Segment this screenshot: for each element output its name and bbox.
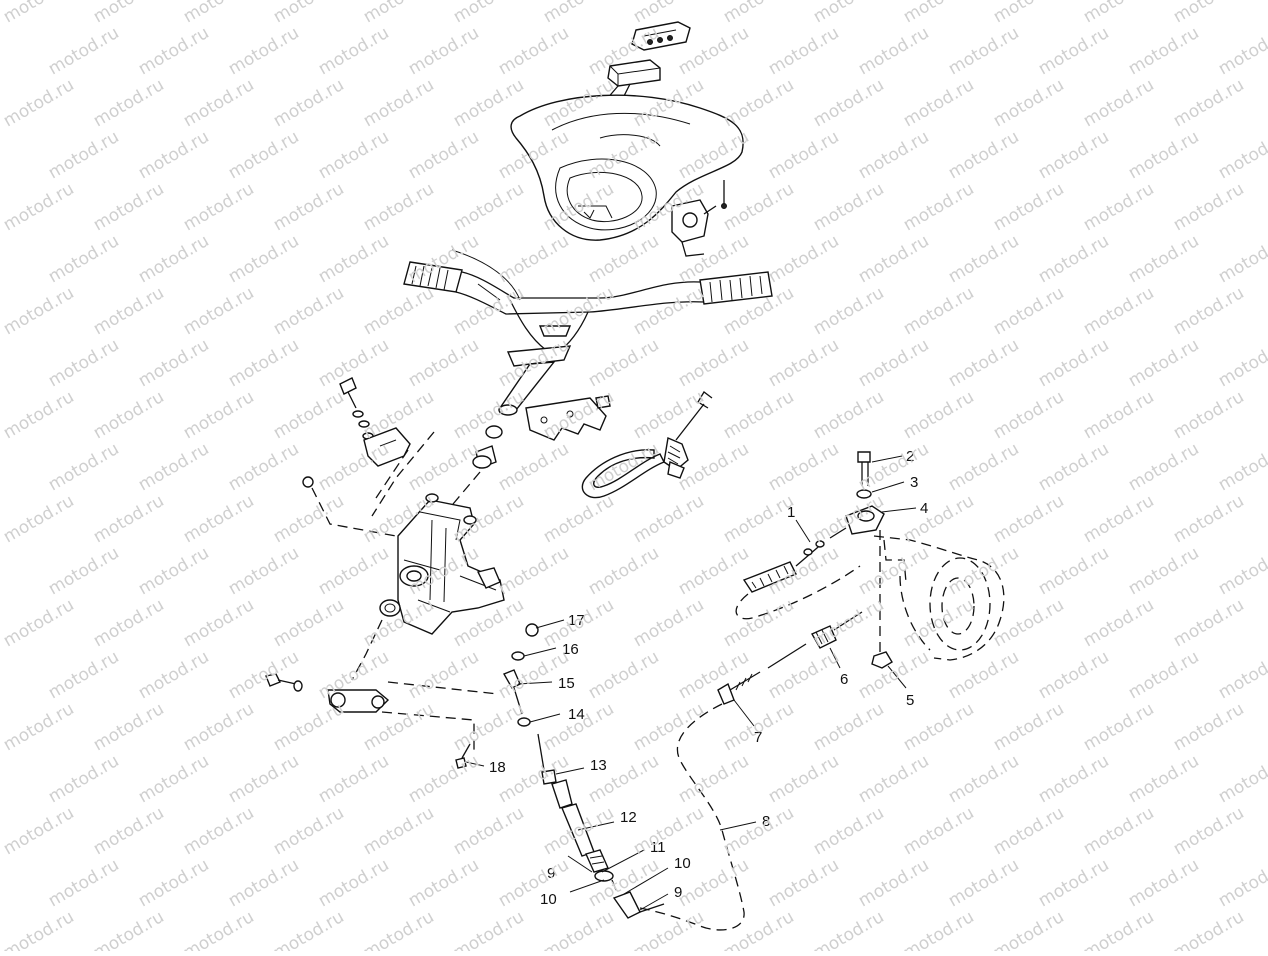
callout-8: 8 bbox=[762, 813, 770, 830]
top-connector bbox=[605, 59, 661, 101]
leader-15 bbox=[517, 681, 553, 685]
leader-7 bbox=[733, 699, 755, 727]
callout-10a: 10 bbox=[540, 891, 557, 908]
callout-5: 5 bbox=[906, 692, 914, 709]
steering-arm bbox=[265, 673, 390, 713]
leader-9a bbox=[567, 855, 593, 873]
cable-end-7 bbox=[717, 671, 761, 705]
callout-10b: 10 bbox=[674, 855, 691, 872]
center-fastener-stack bbox=[502, 623, 557, 785]
callout-leaders bbox=[465, 455, 917, 911]
leader-17 bbox=[535, 619, 565, 629]
throttle-switch bbox=[671, 180, 727, 257]
rod-end-4 bbox=[845, 451, 885, 535]
callout-7: 7 bbox=[754, 729, 762, 746]
leader-dash-f bbox=[387, 681, 499, 695]
callout-15: 15 bbox=[558, 675, 575, 692]
callout-4: 4 bbox=[920, 500, 928, 517]
steering-post-upper bbox=[498, 345, 572, 416]
leader-1 bbox=[795, 519, 811, 543]
leader-12 bbox=[577, 821, 615, 831]
engine-outline bbox=[873, 535, 1005, 661]
callout-14: 14 bbox=[568, 706, 585, 723]
leader-dash-g bbox=[381, 711, 475, 750]
leader-dash-h bbox=[735, 565, 861, 620]
leader-16 bbox=[523, 647, 557, 657]
leader-14 bbox=[529, 713, 561, 723]
leader-18 bbox=[465, 761, 485, 767]
handlebar-hood bbox=[510, 94, 744, 241]
leader-dash-c bbox=[447, 471, 481, 511]
callout-11: 11 bbox=[650, 839, 666, 856]
callout-9a: 9 bbox=[547, 865, 555, 882]
callout-16: 16 bbox=[562, 641, 579, 658]
callout-3: 3 bbox=[910, 474, 918, 491]
callout-12: 12 bbox=[620, 809, 637, 826]
nut-5 bbox=[871, 651, 893, 669]
leader-8 bbox=[719, 821, 757, 831]
bushing-upper bbox=[472, 425, 503, 469]
cable-leader-6 bbox=[767, 643, 807, 669]
leader-dash-d bbox=[311, 487, 397, 537]
leader-10b bbox=[623, 867, 669, 895]
leader-dash-e bbox=[351, 619, 383, 681]
callout-1: 1 bbox=[787, 504, 795, 521]
small-nut bbox=[302, 476, 314, 488]
callout-2: 2 bbox=[906, 448, 914, 465]
left-bolt-stack bbox=[339, 377, 374, 440]
callout-13: 13 bbox=[590, 757, 607, 774]
safety-tether bbox=[581, 391, 713, 499]
steering-support-bracket bbox=[397, 493, 505, 635]
top-switch bbox=[631, 21, 691, 51]
callout-labels: 1 2 3 4 5 6 7 8 9 10 11 12 13 14 15 16 1… bbox=[489, 448, 928, 908]
callout-18: 18 bbox=[489, 759, 506, 776]
callout-6: 6 bbox=[840, 671, 848, 688]
leader-13 bbox=[555, 767, 585, 775]
leader-5 bbox=[887, 665, 907, 689]
handlebar bbox=[403, 249, 773, 355]
leader-6 bbox=[829, 647, 841, 669]
leader-dash-a bbox=[371, 431, 435, 517]
bolt-18 bbox=[455, 743, 471, 769]
mounting-bracket bbox=[525, 395, 611, 441]
leader-9b bbox=[639, 893, 669, 911]
leader-2 bbox=[871, 455, 903, 463]
leader-4 bbox=[881, 507, 917, 513]
leader-11 bbox=[601, 849, 645, 873]
leader-3 bbox=[871, 481, 905, 493]
cable-adjuster-6 bbox=[811, 611, 863, 649]
leader-10a bbox=[569, 879, 605, 893]
callout-9b: 9 bbox=[674, 884, 682, 901]
cable-loop-8 bbox=[639, 703, 745, 931]
callout-17: 17 bbox=[568, 612, 585, 629]
linkage-rod bbox=[742, 527, 847, 593]
bushing-lower bbox=[379, 599, 401, 617]
leader-dash-b bbox=[375, 449, 409, 499]
